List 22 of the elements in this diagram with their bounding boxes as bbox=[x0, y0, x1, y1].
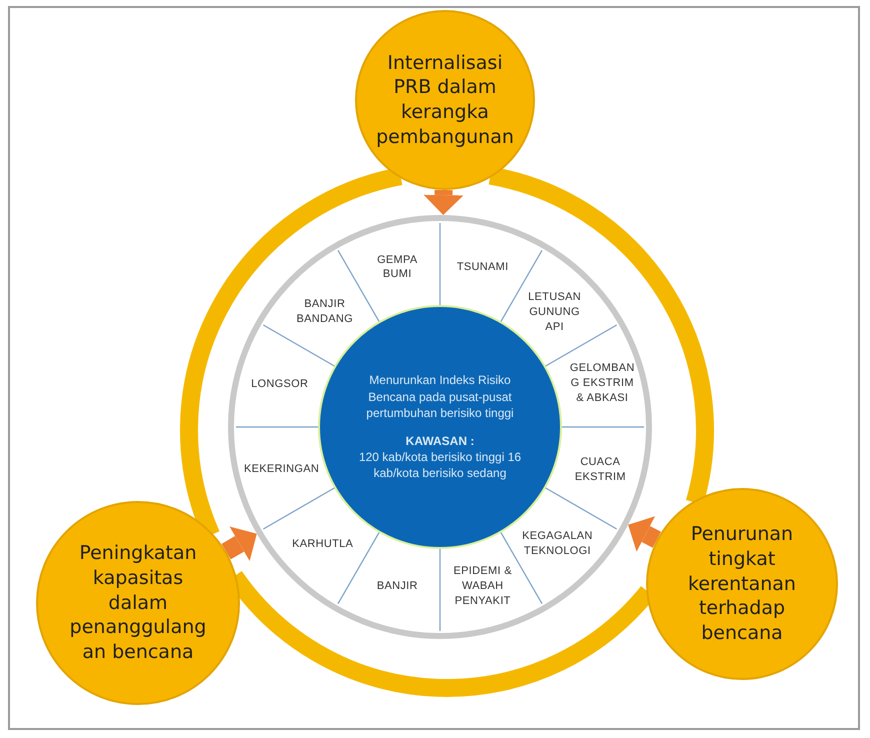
hazard-label: LETUSAN GUNUNG API bbox=[527, 290, 582, 334]
hazard-label: GELOMBAN G EKSTRIM & ABKASI bbox=[569, 361, 636, 406]
center-text: 120 kab/kota berisiko tinggi 16 kab/kota berisiko sedang bbox=[358, 449, 522, 482]
goal-text: Penurunan tingkat kerentanan terhadap bencana bbox=[687, 522, 797, 646]
goal-text: Internalisasi PRB dalam kerangka pembangunan bbox=[375, 50, 515, 150]
center-text: Menurunkan Indeks Risiko Bencana pada pusat-pusat pertumbuhan berisiko tinggi bbox=[365, 372, 515, 421]
hazard-label: GEMPA BUMI bbox=[376, 252, 418, 282]
block-arrow bbox=[222, 526, 257, 562]
hazard-label: BANJIR BANDANG bbox=[295, 296, 354, 326]
block-arrow bbox=[424, 190, 464, 216]
hazard-label: KEKERINGAN bbox=[244, 462, 320, 477]
goal-text: Peningkatan kapasitas dalam penanggulang an bencana bbox=[68, 541, 208, 665]
block-arrow bbox=[628, 516, 661, 552]
ring-connector bbox=[488, 166, 714, 504]
hazard-label: BANJIR bbox=[376, 578, 418, 594]
hazard-label: EPIDEMI & WABAH PENYAKIT bbox=[452, 564, 513, 608]
hazard-label: CUACA EKSTRIM bbox=[574, 454, 627, 485]
hazard-label: TSUNAMI bbox=[456, 260, 508, 275]
heading-text: KAWASAN : bbox=[404, 433, 476, 450]
hazard-label: LONGSOR bbox=[251, 376, 308, 392]
hazard-label: KEGAGALAN TEKNOLOGI bbox=[521, 529, 594, 560]
hazard-label: KARHUTLA bbox=[292, 536, 354, 552]
